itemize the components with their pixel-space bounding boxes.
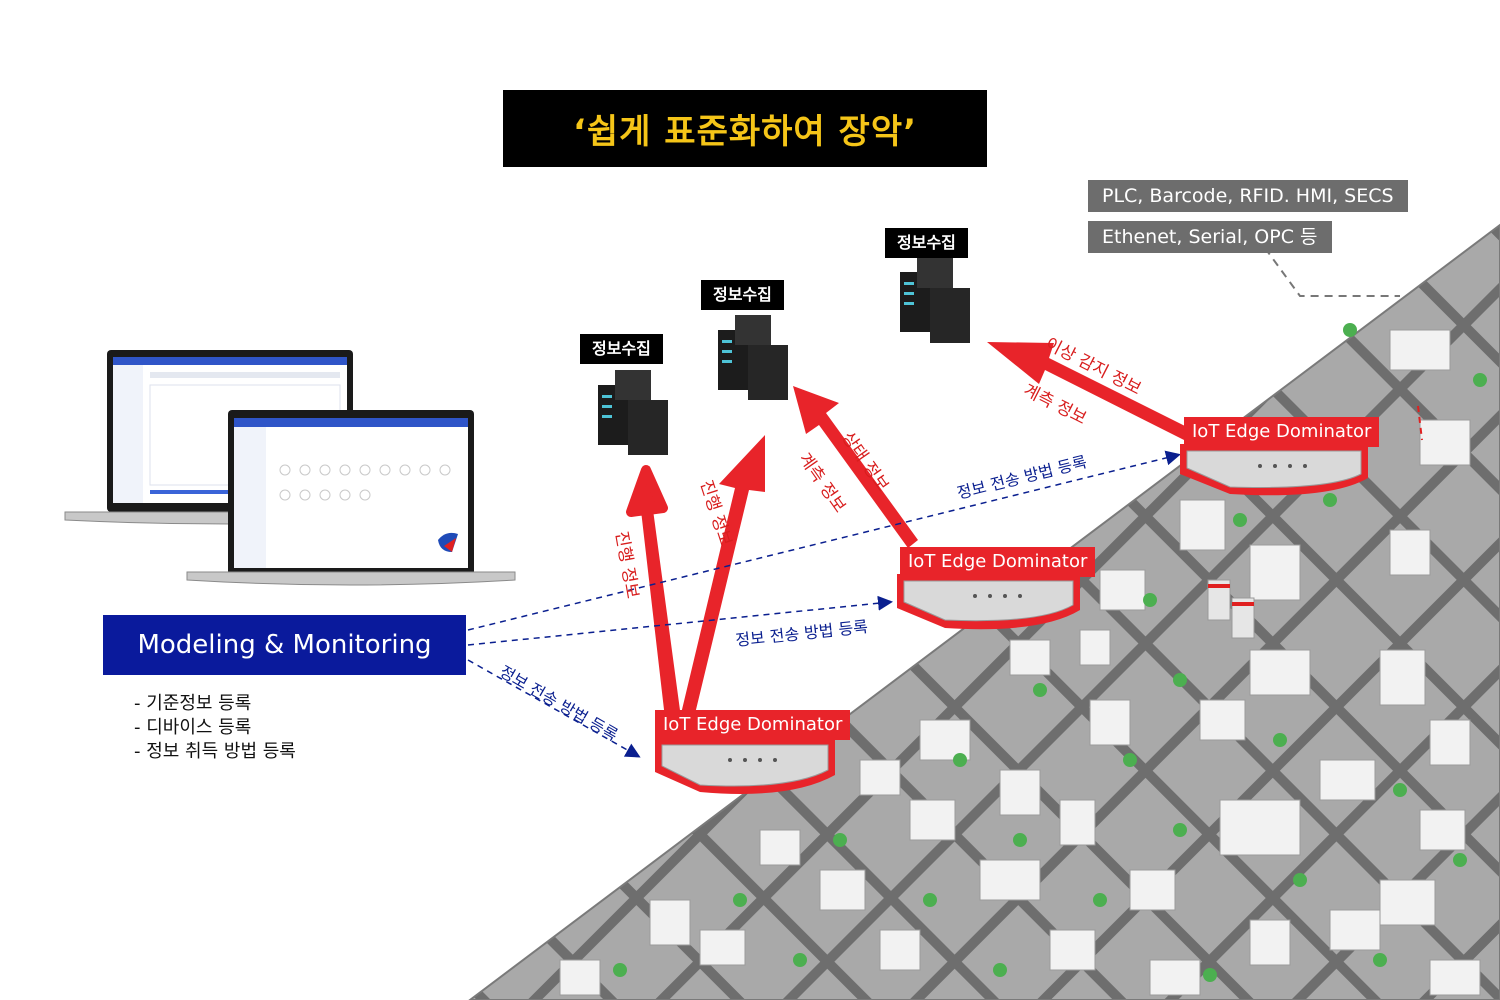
collect-label: 정보수집 bbox=[701, 280, 784, 310]
page-title: ‘쉽게 표준화하여 장악’ bbox=[572, 112, 918, 152]
list-item: - 정보 취득 방법 등록 bbox=[134, 741, 296, 762]
edge-device-2 bbox=[897, 574, 1080, 630]
server-icon-1 bbox=[598, 370, 668, 455]
title-banner: ‘쉽게 표준화하여 장악’ bbox=[503, 90, 987, 167]
protocol-tag: Ethenet, Serial, OPC 등 bbox=[1088, 221, 1332, 253]
monitoring-title: Modeling & Monitoring bbox=[137, 630, 432, 660]
laptop-front bbox=[186, 410, 516, 586]
monitoring-feature-list: - 기준정보 등록 - 디바이스 등록 - 정보 취득 방법 등록 bbox=[134, 692, 296, 764]
server-icon-3 bbox=[900, 258, 970, 343]
collect-label: 정보수집 bbox=[580, 334, 663, 364]
protocol-connector-line bbox=[1264, 247, 1400, 297]
blue-dashed-arrows bbox=[467, 450, 1181, 758]
server-icon-2 bbox=[718, 315, 788, 400]
red-flow-arrows bbox=[626, 342, 1193, 723]
edge-device-1 bbox=[655, 738, 835, 794]
monitoring-box: Modeling & Monitoring bbox=[103, 615, 466, 675]
edge-device-label: IoT Edge Dominator bbox=[1184, 417, 1380, 447]
list-item: - 디바이스 등록 bbox=[134, 717, 252, 738]
edge-device-label: IoT Edge Dominator bbox=[900, 547, 1096, 577]
list-item: - 기준정보 등록 bbox=[134, 693, 252, 714]
collect-label: 정보수집 bbox=[885, 228, 968, 258]
protocol-tag: PLC, Barcode, RFID. HMI, SECS bbox=[1088, 180, 1408, 212]
edge-device-3 bbox=[1180, 444, 1368, 496]
edge-device-label: IoT Edge Dominator bbox=[655, 710, 851, 740]
